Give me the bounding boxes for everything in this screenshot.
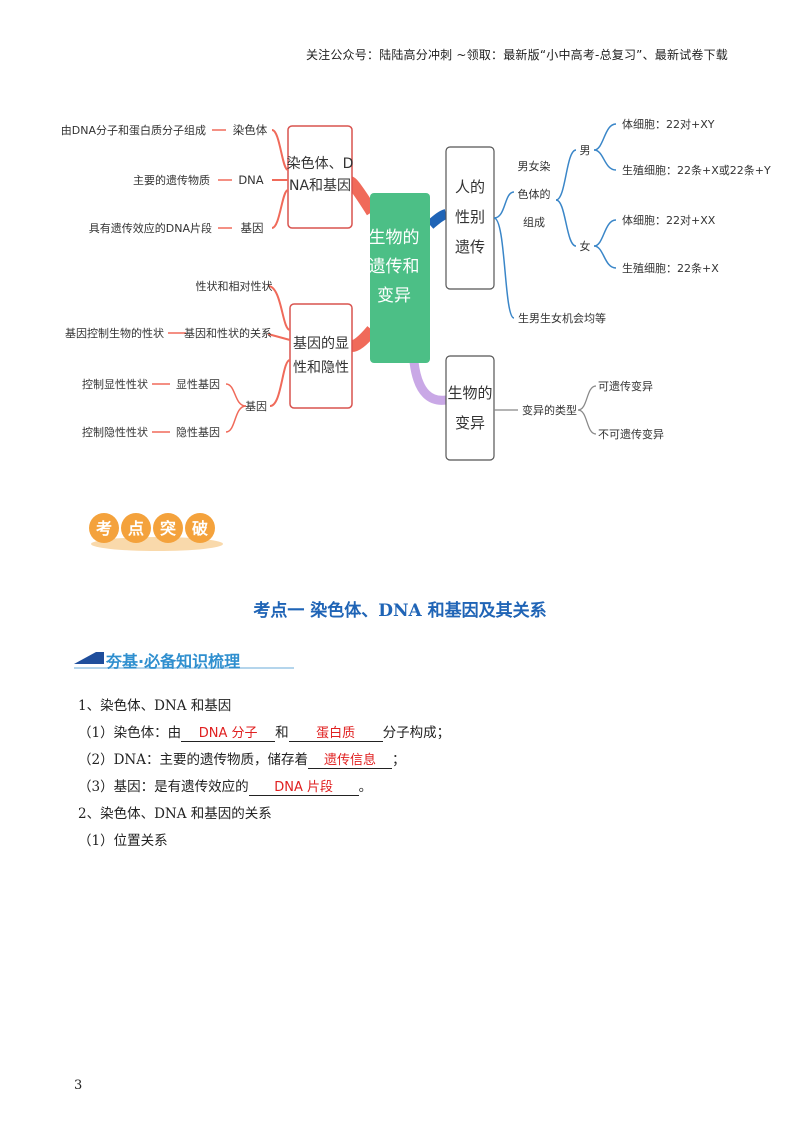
answer-dna-molecule: DNA 分子 bbox=[181, 726, 276, 742]
connector-branch3 bbox=[426, 209, 448, 229]
item-2-1: （1）位置关系 bbox=[78, 833, 168, 849]
branch3-comp-1: 男女染 bbox=[518, 159, 551, 173]
branch1-desc-2: 主要的遗传物质 bbox=[133, 173, 210, 187]
branch4-types: 变异的类型 bbox=[522, 403, 577, 417]
branch2-box bbox=[289, 303, 353, 409]
item-1-1-tail: 分子构成； bbox=[382, 725, 451, 741]
section-heading: 夯基·必备知识梳理 bbox=[74, 648, 294, 671]
page-number: 3 bbox=[74, 1078, 83, 1093]
branch1-box bbox=[287, 125, 353, 229]
branch2-relation-left: 基因控制生物的性状 bbox=[65, 326, 164, 340]
center-node bbox=[370, 193, 430, 363]
branch2-title-2: 性和隐性 bbox=[293, 360, 349, 376]
mind-map: 生物的 遗传和 变异 染色体、D NA和基因 由DNA分子和蛋白质分子组成 染色… bbox=[61, 117, 771, 461]
section-title: 夯基·必备知识梳理 bbox=[106, 652, 241, 671]
center-line-1: 生物的 bbox=[369, 228, 420, 248]
branch2-top: 性状和相对性状 bbox=[196, 279, 273, 293]
branch4-nonheritable: 不可遗传变异 bbox=[598, 427, 664, 441]
badge-char-3: 突 bbox=[160, 519, 176, 538]
branch3-comp-2: 色体的 bbox=[518, 187, 551, 201]
branch1-desc-3: 具有遗传效应的DNA片段 bbox=[89, 221, 212, 235]
answer-genetic-info: 遗传信息 bbox=[307, 753, 392, 769]
branch4-heritable: 可遗传变异 bbox=[598, 379, 653, 393]
item-1-2-text: （2）DNA：主要的遗传物质，储存着 bbox=[78, 752, 308, 768]
branch2-dom-left: 控制显性性状 bbox=[82, 377, 148, 391]
branch2-rec-left: 控制隐性性状 bbox=[82, 425, 148, 439]
center-line-3: 变异 bbox=[377, 286, 411, 306]
item-1-2-tail: ； bbox=[391, 752, 406, 768]
branch4-box bbox=[445, 355, 495, 461]
branch2-rec: 隐性基因 bbox=[176, 425, 220, 439]
connector-branch4 bbox=[409, 361, 447, 405]
badge-kaodian-tupo: 考 点 突 破 bbox=[89, 513, 223, 551]
branch4-title-2: 变异 bbox=[455, 414, 485, 432]
page-header: 关注公众号：陆陆高分冲刺 ~领取：最新版“小中高考-总复习”、最新试卷下载 bbox=[305, 48, 728, 62]
branch1-desc-1: 由DNA分子和蛋白质分子组成 bbox=[61, 123, 206, 137]
branch3-title-3: 遗传 bbox=[455, 238, 485, 256]
branch3-male: 男 bbox=[580, 144, 591, 157]
branch3-male-germ: 生殖细胞：22条+X或22条+Y bbox=[622, 163, 771, 177]
badge-char-4: 破 bbox=[192, 519, 208, 538]
item-2-heading: 2、染色体、DNA 和基因的关系 bbox=[78, 806, 272, 822]
branch1-term-3: 基因 bbox=[241, 221, 264, 235]
item-1-1-and: 和 bbox=[275, 725, 289, 741]
content-title: 考点一 染色体、DNA 和基因及其关系 bbox=[253, 601, 547, 621]
answer-protein: 蛋白质 bbox=[288, 726, 383, 742]
branch1-title-1: 染色体、D bbox=[287, 155, 354, 172]
branch4-title-1: 生物的 bbox=[447, 384, 492, 402]
center-line-2: 遗传和 bbox=[369, 257, 420, 277]
branch3-female-germ: 生殖细胞：22条+X bbox=[622, 261, 719, 275]
branch3-female-body: 体细胞：22对+XX bbox=[622, 213, 716, 227]
branch1-title-2: NA和基因 bbox=[289, 177, 351, 194]
item-1-heading: 1、染色体、DNA 和基因 bbox=[78, 698, 232, 714]
section-bar-icon bbox=[74, 652, 294, 669]
branch2-title-1: 基因的显 bbox=[293, 335, 349, 352]
branch2-relation: 基因和性状的关系 bbox=[184, 326, 272, 340]
branch3-comp-3: 组成 bbox=[523, 215, 545, 229]
item-1-2: （2）DNA：主要的遗传物质，储存着遗传信息； bbox=[78, 748, 405, 769]
connector-branch2 bbox=[351, 326, 377, 352]
branch3-male-body: 体细胞：22对+XY bbox=[622, 117, 715, 131]
branch2-dom: 显性基因 bbox=[176, 377, 220, 391]
branch2-gene: 基因 bbox=[245, 400, 267, 413]
badge-char-2: 点 bbox=[128, 519, 144, 538]
answer-dna-segment: DNA 片段 bbox=[248, 780, 359, 796]
branch1-term-2: DNA bbox=[238, 173, 263, 187]
branch3-title-2: 性别 bbox=[455, 208, 485, 226]
item-1-3-tail: 。 bbox=[358, 779, 373, 795]
badge-char-1: 考 bbox=[96, 519, 112, 538]
branch1-term-1: 染色体 bbox=[233, 123, 268, 137]
branch3-equal: 生男生女机会均等 bbox=[518, 311, 606, 325]
item-1-3-text: （3）基因：是有遗传效应的 bbox=[78, 779, 249, 795]
item-1-1-text: （1）染色体：由 bbox=[78, 725, 182, 741]
branch3-title-1: 人的 bbox=[455, 178, 485, 196]
branch3-female: 女 bbox=[580, 239, 591, 253]
